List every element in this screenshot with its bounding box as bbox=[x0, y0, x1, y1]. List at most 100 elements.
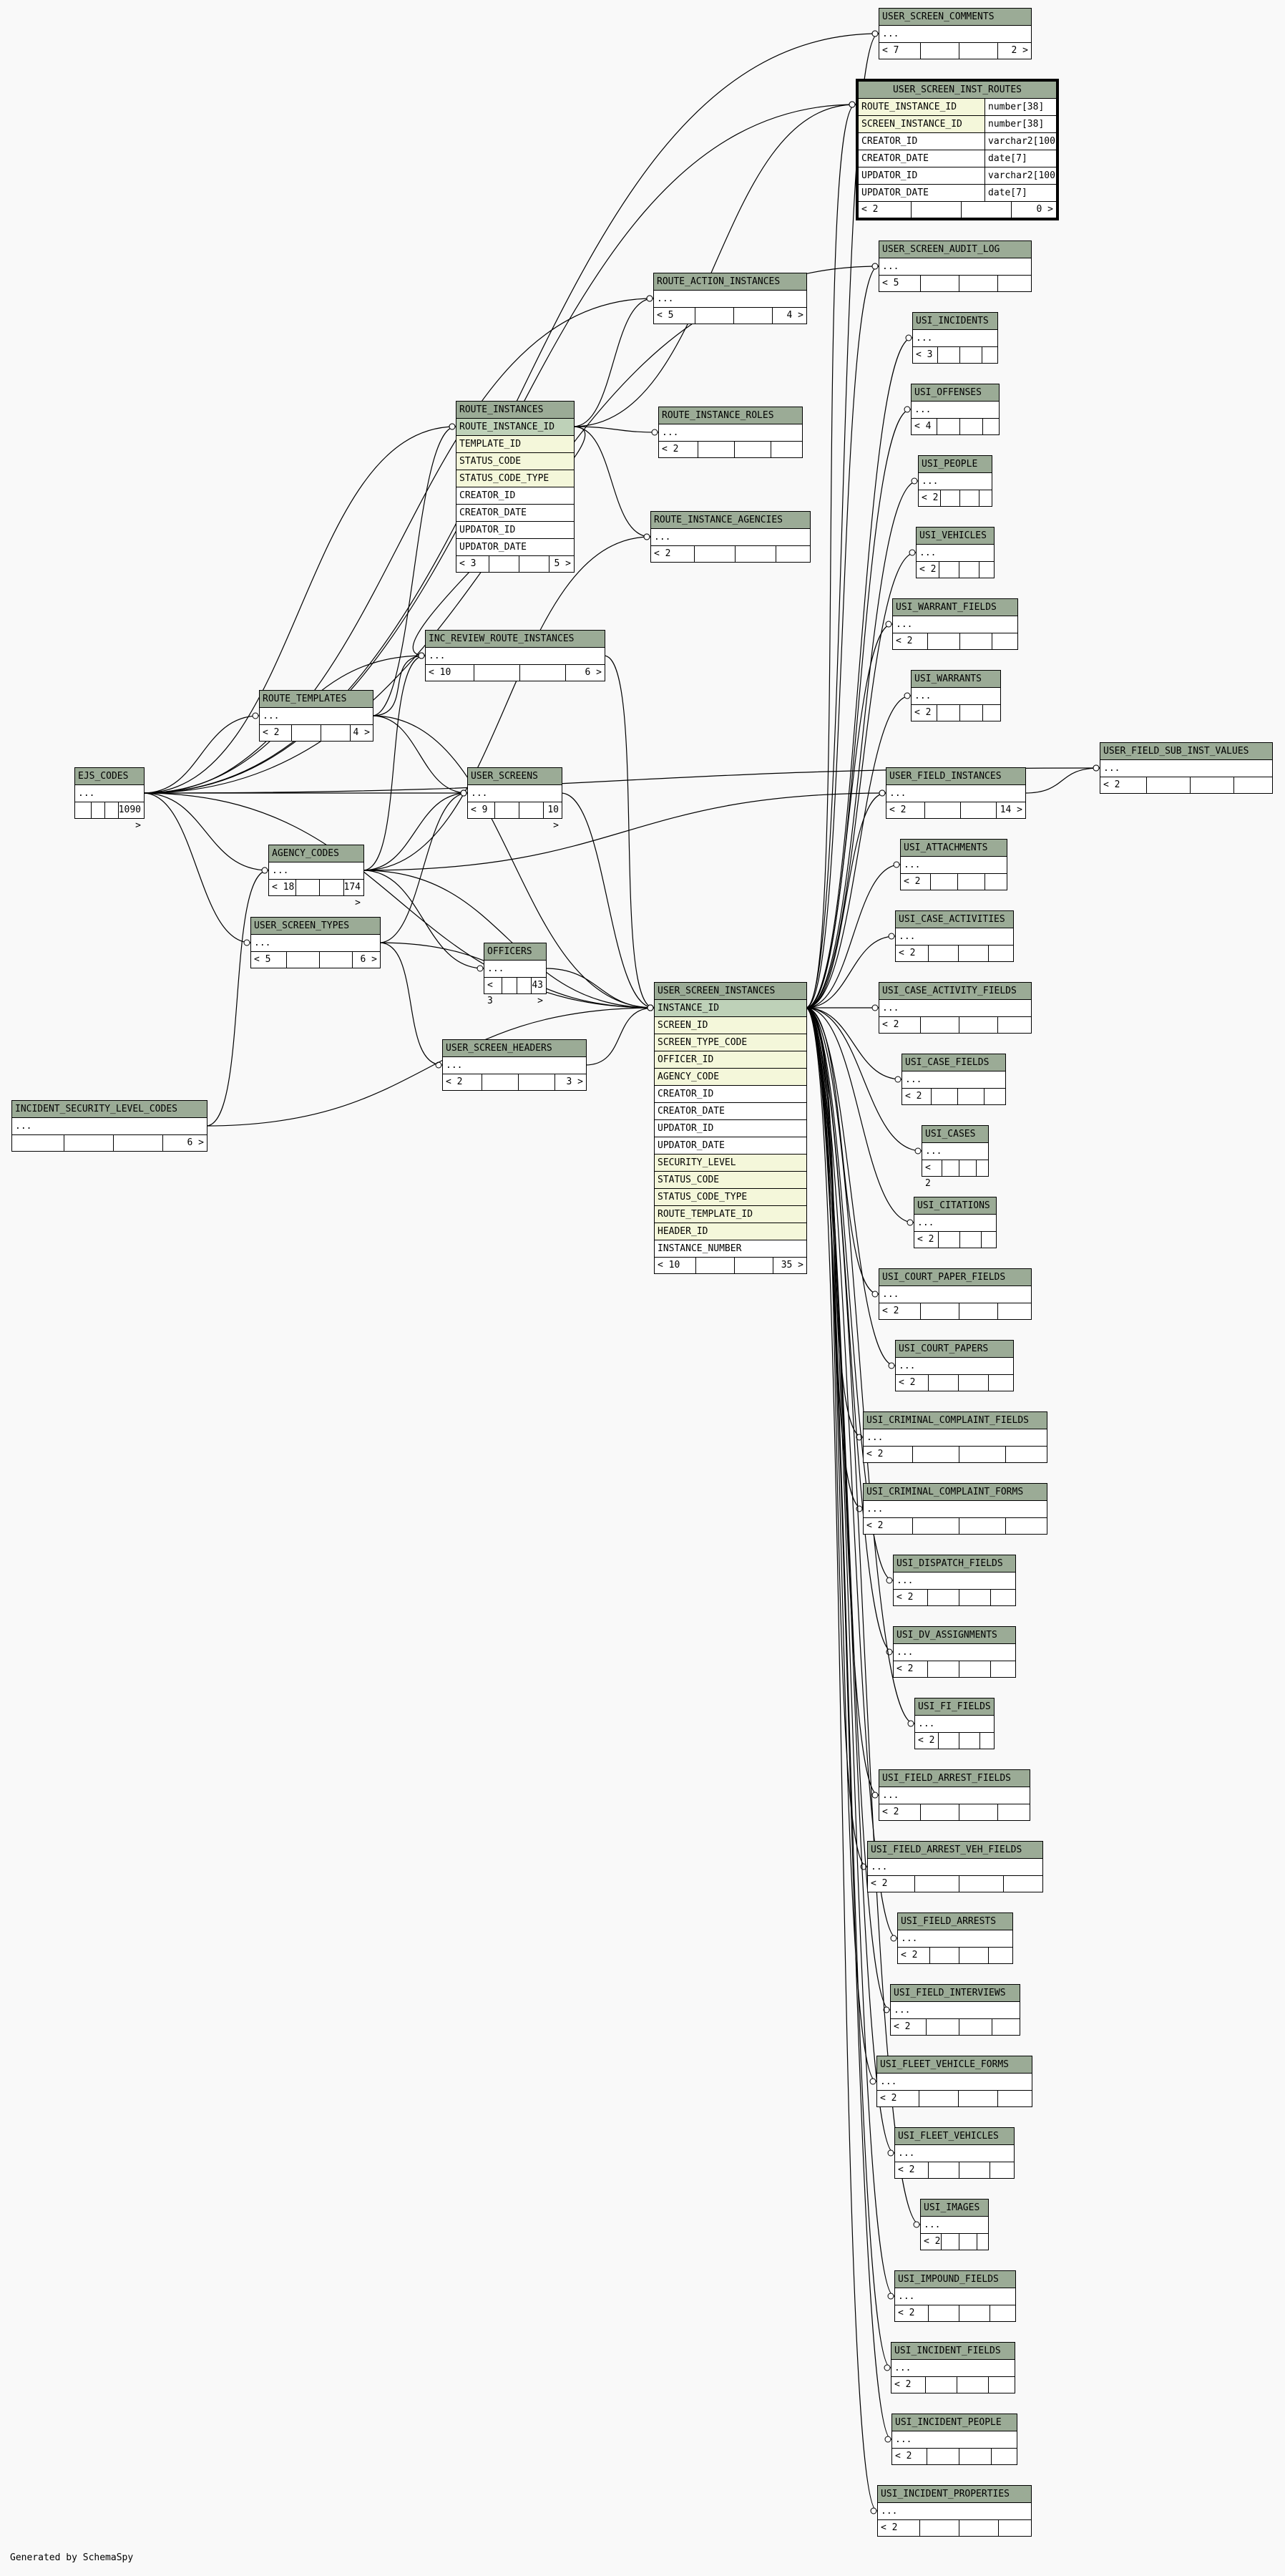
column-ellipsis[interactable]: ... bbox=[894, 1573, 1015, 1590]
table-name[interactable]: USI_ATTACHMENTS bbox=[901, 840, 1007, 857]
table-name[interactable]: INC_REVIEW_ROUTE_INSTANCES bbox=[426, 631, 605, 648]
column-security-level[interactable]: SECURITY_LEVEL bbox=[655, 1155, 806, 1172]
table-usi-offenses[interactable]: USI_OFFENSES...< 4 bbox=[911, 384, 1000, 435]
parent-count[interactable]: < 2 bbox=[917, 1234, 934, 1245]
child-count[interactable] bbox=[990, 1661, 1015, 1677]
table-name[interactable]: USI_WARRANT_FIELDS bbox=[893, 599, 1017, 616]
table-usi-warrants[interactable]: USI_WARRANTS...< 2 bbox=[911, 670, 1001, 721]
column-ellipsis[interactable]: ... bbox=[654, 291, 806, 308]
table-incident-security-level-codes[interactable]: INCIDENT_SECURITY_LEVEL_CODES...6 > bbox=[11, 1100, 207, 1152]
column-ellipsis[interactable]: ... bbox=[912, 402, 999, 419]
child-count[interactable] bbox=[982, 705, 1000, 721]
table-name[interactable]: USI_CRIMINAL_COMPLAINT_FORMS bbox=[864, 1484, 1047, 1501]
column-ellipsis[interactable]: ... bbox=[895, 2145, 1014, 2162]
table-usi-case-activities[interactable]: USI_CASE_ACTIVITIES...< 2 bbox=[895, 910, 1014, 962]
column-status-code-type[interactable]: STATUS_CODE_TYPE bbox=[456, 470, 574, 487]
table-usi-field-arrests[interactable]: USI_FIELD_ARRESTS...< 2 bbox=[897, 1912, 1013, 1964]
table-name[interactable]: USI_CASE_FIELDS bbox=[902, 1054, 1005, 1071]
child-count[interactable] bbox=[991, 2449, 1017, 2464]
column-agency-code[interactable]: AGENCY_CODE bbox=[655, 1069, 806, 1086]
parent-count[interactable]: < 2 bbox=[896, 1592, 914, 1603]
table-usi-images[interactable]: USI_IMAGES...< 2 bbox=[920, 2199, 989, 2250]
table-usi-attachments[interactable]: USI_ATTACHMENTS...< 2 bbox=[900, 839, 1007, 890]
table-usi-field-interviews[interactable]: USI_FIELD_INTERVIEWS...< 2 bbox=[890, 1984, 1020, 2036]
column-ellipsis[interactable]: ... bbox=[893, 616, 1017, 633]
column-creator-id[interactable]: CREATOR_ID bbox=[655, 1086, 806, 1103]
column-ellipsis[interactable]: ... bbox=[915, 1716, 994, 1733]
table-name[interactable]: USI_FI_FIELDS bbox=[915, 1698, 994, 1716]
column-screen-type-code[interactable]: SCREEN_TYPE_CODE bbox=[655, 1034, 806, 1051]
table-name[interactable]: USER_FIELD_INSTANCES bbox=[886, 768, 1025, 785]
parent-count[interactable]: < 5 bbox=[657, 310, 674, 321]
table-ejs-codes[interactable]: EJS_CODES...1090 > bbox=[74, 767, 145, 831]
column-route-instance-id[interactable]: ROUTE_INSTANCE_ID bbox=[456, 419, 574, 436]
parent-count[interactable]: < 18 bbox=[272, 882, 295, 893]
child-count[interactable] bbox=[988, 1375, 1013, 1391]
table-name[interactable]: USI_FLEET_VEHICLES bbox=[895, 2128, 1014, 2145]
table-user-field-sub-inst-values[interactable]: USER_FIELD_SUB_INST_VALUES...< 2 bbox=[1100, 742, 1273, 794]
table-name[interactable]: USI_INCIDENT_PEOPLE bbox=[892, 2414, 1017, 2431]
parent-count[interactable]: < 2 bbox=[861, 204, 879, 215]
table-user-screen-audit-log[interactable]: USER_SCREEN_AUDIT_LOG...< 5 bbox=[879, 240, 1032, 292]
column-ellipsis[interactable]: ... bbox=[879, 26, 1031, 43]
table-name[interactable]: USER_SCREEN_HEADERS bbox=[443, 1040, 586, 1057]
column-ellipsis[interactable]: ... bbox=[921, 2217, 988, 2234]
child-count[interactable] bbox=[988, 1948, 1012, 1963]
parent-count[interactable]: < 3 bbox=[459, 558, 477, 569]
parent-count[interactable]: < 2 bbox=[894, 2379, 912, 2390]
table-usi-dispatch-fields[interactable]: USI_DISPATCH_FIELDS... < 2 bbox=[893, 1555, 1016, 1606]
parent-count[interactable]: < 2 bbox=[898, 2164, 915, 2175]
table-usi-fleet-vehicle-forms[interactable]: USI_FLEET_VEHICLE_FORMS...< 2 bbox=[876, 2056, 1032, 2107]
table-name[interactable]: USER_SCREENS bbox=[468, 768, 562, 785]
parent-count[interactable]: < 2 bbox=[914, 707, 932, 718]
table-name[interactable]: USER_SCREEN_AUDIT_LOG bbox=[879, 241, 1031, 258]
column-updator-id[interactable]: UPDATOR_ID bbox=[456, 522, 574, 539]
column-ellipsis[interactable]: ... bbox=[886, 785, 1025, 802]
child-count[interactable] bbox=[997, 1804, 1030, 1820]
table-name[interactable]: USI_CASE_ACTIVITY_FIELDS bbox=[879, 983, 1031, 1000]
parent-count[interactable]: < 2 bbox=[882, 1807, 899, 1817]
column-ellipsis[interactable]: ... bbox=[260, 708, 373, 725]
table-name[interactable]: USI_DISPATCH_FIELDS bbox=[894, 1555, 1015, 1573]
parent-count[interactable]: < 2 bbox=[654, 548, 671, 559]
table-name[interactable]: USI_INCIDENTS bbox=[913, 313, 997, 330]
parent-count[interactable]: < 2 bbox=[866, 1449, 884, 1459]
table-name[interactable]: USI_INCIDENT_PROPERTIES bbox=[878, 2486, 1031, 2503]
column-creator-date[interactable]: CREATOR_DATE bbox=[655, 1103, 806, 1120]
column-ellipsis[interactable]: ... bbox=[877, 2074, 1032, 2091]
parent-count[interactable]: < 10 bbox=[658, 1260, 680, 1270]
parent-count[interactable]: < 2 bbox=[919, 564, 937, 575]
column-ellipsis[interactable]: ... bbox=[879, 1787, 1030, 1804]
child-count[interactable]: 14 > bbox=[996, 802, 1025, 818]
column-ellipsis[interactable]: ... bbox=[484, 961, 546, 978]
child-count[interactable] bbox=[976, 1160, 988, 1176]
column-ellipsis[interactable]: ... bbox=[894, 1644, 1015, 1661]
column-template-id[interactable]: TEMPLATE_ID bbox=[456, 436, 574, 453]
column-officer-id[interactable]: OFFICER_ID bbox=[655, 1051, 806, 1069]
column-ellipsis[interactable]: ... bbox=[922, 1143, 988, 1160]
table-name[interactable]: USI_FLEET_VEHICLE_FORMS bbox=[877, 2056, 1032, 2074]
child-count[interactable]: 174 > bbox=[343, 880, 363, 908]
table-name[interactable]: USI_FIELD_ARREST_FIELDS bbox=[879, 1770, 1030, 1787]
table-name[interactable]: USER_FIELD_SUB_INST_VALUES bbox=[1100, 743, 1272, 760]
child-count[interactable] bbox=[988, 946, 1013, 961]
column-creator-id[interactable]: CREATOR_ID bbox=[456, 487, 574, 505]
child-count[interactable]: 4 > bbox=[350, 725, 373, 741]
child-count[interactable] bbox=[979, 490, 992, 506]
parent-count[interactable]: < 2 bbox=[662, 444, 679, 455]
table-name[interactable]: USI_COURT_PAPER_FIELDS bbox=[879, 1269, 1031, 1286]
child-count[interactable] bbox=[979, 562, 994, 578]
child-count[interactable] bbox=[1005, 1447, 1047, 1462]
table-usi-court-papers[interactable]: USI_COURT_PAPERS...< 2 bbox=[895, 1340, 1014, 1391]
table-usi-incident-people[interactable]: USI_INCIDENT_PEOPLE...< 2 bbox=[891, 2414, 1017, 2465]
child-count[interactable] bbox=[981, 1232, 996, 1248]
column-header-id[interactable]: HEADER_ID bbox=[655, 1223, 806, 1240]
parent-count[interactable]: < 7 bbox=[882, 45, 899, 56]
